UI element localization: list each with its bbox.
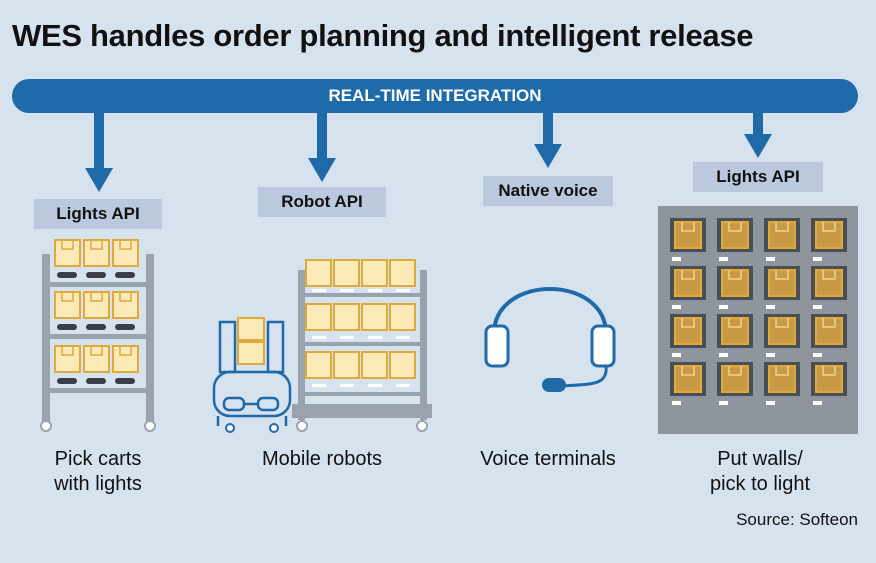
box-tape [681, 318, 695, 328]
mobile-robots-label: Mobile robots [261, 448, 383, 470]
lights-api-badge: Lights API [693, 162, 823, 192]
put-wall-box [768, 317, 796, 345]
lights-api-badge: Lights API [34, 199, 162, 229]
arrow-down-icon [85, 112, 113, 192]
pick-light [719, 401, 728, 405]
pick-light [813, 353, 822, 357]
pick-light [766, 257, 775, 261]
arrow-down-icon [534, 112, 562, 168]
pick-carts-label: Pick carts with lights [54, 448, 142, 495]
pick-light [766, 353, 775, 357]
pick-light [672, 257, 681, 261]
put-wall-box [674, 317, 702, 345]
box-tape [681, 366, 695, 376]
put-wall-box [815, 221, 843, 249]
integration-bar-label: REAL-TIME INTEGRATION [328, 86, 542, 105]
put-wall-box [815, 317, 843, 345]
pick-cart-icon [40, 239, 156, 432]
box-tape [681, 270, 695, 280]
box-tape [822, 366, 836, 376]
native-voice-badge: Native voice [483, 176, 613, 206]
arrow-down-icon [308, 112, 336, 182]
robot-api-badge: Robot API [258, 187, 386, 217]
real-time-integration-bar: REAL-TIME INTEGRATION [12, 79, 858, 113]
box-tape [822, 222, 836, 232]
pick-light [719, 257, 728, 261]
pick-light [672, 401, 681, 405]
box-tape [775, 222, 789, 232]
pick-light [813, 305, 822, 309]
box-tape [728, 318, 742, 328]
headset-icon [484, 287, 616, 392]
box-tape [822, 270, 836, 280]
box-tape [728, 270, 742, 280]
put-wall-box [815, 365, 843, 393]
put-wall-box [674, 269, 702, 297]
pick-light [766, 305, 775, 309]
put-wall-box [674, 221, 702, 249]
box-tape [775, 318, 789, 328]
put-wall-box [768, 221, 796, 249]
pick-light [813, 257, 822, 261]
put-wall-box [768, 365, 796, 393]
put-wall-box [721, 221, 749, 249]
pick-light [813, 401, 822, 405]
box-tape [775, 366, 789, 376]
box-tape [728, 366, 742, 376]
box-tape [775, 270, 789, 280]
put-wall-box [721, 365, 749, 393]
put-walls-label: Put walls/ pick to light [709, 448, 811, 495]
box-tape [728, 222, 742, 232]
arrow-down-icon [744, 112, 772, 158]
pick-light [719, 353, 728, 357]
voice-terminals-label: Voice terminals [480, 448, 616, 470]
mobile-robot-icon [212, 259, 432, 433]
source-credit: Source: Softeon [736, 510, 858, 529]
put-wall-box [721, 317, 749, 345]
pick-light [672, 305, 681, 309]
put-wall-box [815, 269, 843, 297]
put-wall-box [768, 269, 796, 297]
box-tape [822, 318, 836, 328]
pick-light [672, 353, 681, 357]
put-wall-box [674, 365, 702, 393]
put-wall-icon [658, 206, 858, 434]
put-wall-box [721, 269, 749, 297]
page-title: WES handles order planning and intellige… [12, 18, 754, 53]
box-tape [681, 222, 695, 232]
pick-light [719, 305, 728, 309]
pick-light [766, 401, 775, 405]
